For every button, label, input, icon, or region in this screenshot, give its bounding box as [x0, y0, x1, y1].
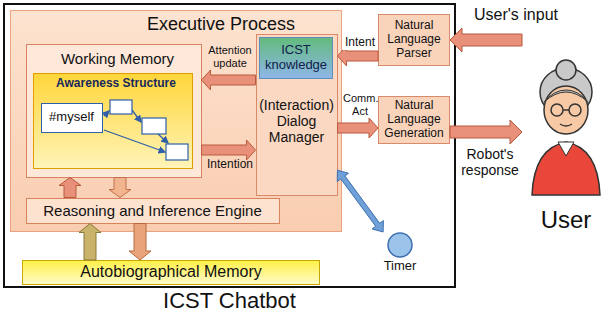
- edge-label: Robot's response: [459, 146, 521, 178]
- awareness-box: Awareness Structure #myself: [33, 73, 193, 169]
- self-box: #myself: [41, 103, 103, 133]
- node-label: Working Memory: [35, 50, 201, 67]
- connector-arrow: [337, 170, 383, 232]
- connector-arrow: [338, 46, 379, 66]
- node-label: Natural Language Parser: [383, 19, 445, 60]
- executive-box: Executive ProcessWorking Memory Awarenes…: [10, 10, 342, 232]
- edge-label: Intent: [343, 36, 377, 50]
- memory-box: Working Memory Awareness Structure #mysel…: [26, 44, 202, 178]
- user-node: User: [522, 30, 610, 238]
- edge-label: Comm. Act: [343, 92, 377, 117]
- edge-label: Attention update: [204, 44, 256, 69]
- connector-arrow: [129, 224, 151, 261]
- node-label: User: [522, 206, 610, 234]
- memory-band: Autobiographical Memory: [22, 260, 320, 285]
- node-label: Natural Language Generation: [383, 99, 445, 140]
- connector-arrow: [202, 140, 256, 160]
- node-label: ICST Chatbot: [5, 288, 454, 314]
- node-label: Autobiographical Memory: [80, 263, 261, 281]
- connector-arrow: [450, 28, 522, 52]
- node-label: Awareness Structure: [40, 77, 192, 91]
- process-box: Natural Language Generation: [378, 96, 450, 144]
- edge-label-anchor: Comm. Act: [343, 92, 377, 117]
- timer-circle: [380, 232, 420, 260]
- timer-node: Timer: [380, 232, 420, 278]
- node-label: Executive Process: [101, 14, 341, 35]
- connector-arrow: [79, 224, 101, 261]
- node-label: Timer: [380, 259, 420, 274]
- connector-arrow: [450, 120, 522, 144]
- node-label: ICST knowledge: [264, 43, 328, 73]
- edge-label-anchor: Attention update: [204, 44, 256, 69]
- connector-arrow: [338, 118, 379, 138]
- edge-label-anchor: Intention: [202, 158, 258, 172]
- node-label: Reasoning and Inference Engine: [43, 202, 262, 219]
- edge-label-anchor: Robot's response: [459, 146, 521, 178]
- connector-arrow: [109, 178, 131, 198]
- edge-label: Intention: [202, 158, 258, 172]
- edge-label: User's input: [466, 6, 566, 24]
- dialog-box: (Interaction) Dialog Manager ICST knowled…: [256, 34, 338, 196]
- edge-label-anchor: Intent: [343, 36, 377, 50]
- edge-label-anchor: User's input: [466, 6, 566, 24]
- process-box: Natural Language Parser: [378, 14, 450, 66]
- node-label: #myself: [49, 110, 94, 125]
- knowledge-box: ICST knowledge: [259, 37, 333, 79]
- user-icon: [522, 30, 610, 200]
- connector-arrow: [202, 70, 256, 90]
- process-box: Reasoning and Inference Engine: [26, 198, 280, 224]
- node-label: (Interaction) Dialog Manager: [257, 97, 337, 145]
- connector-arrow: [59, 178, 81, 198]
